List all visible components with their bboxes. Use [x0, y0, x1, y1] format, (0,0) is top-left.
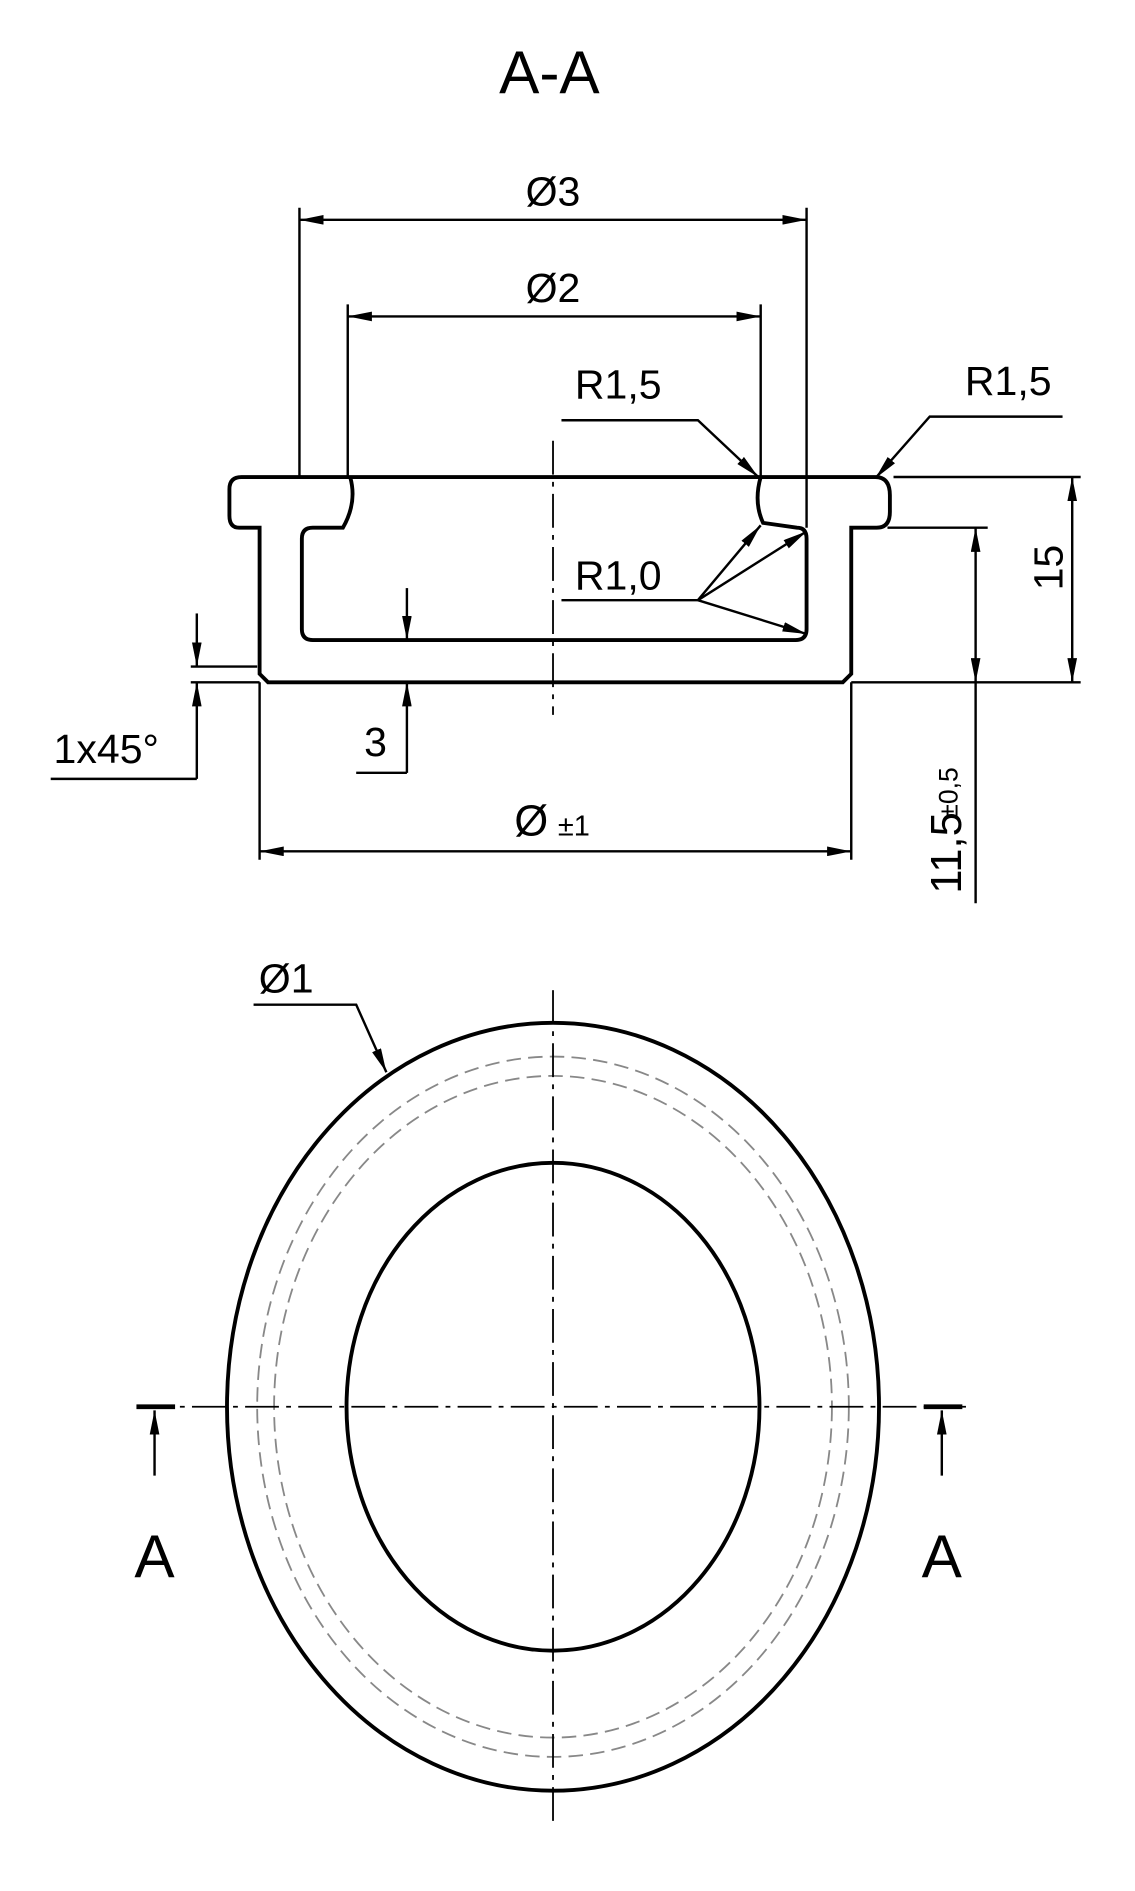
section-view: Ø3 Ø2 R1,5 R1,5 R1,0 15 11,5 ±0,5 — [50, 168, 1081, 904]
section-title: A-A — [499, 38, 600, 106]
section-mark-left: A — [134, 1522, 175, 1590]
dim-d1-label: Ø1 — [259, 956, 314, 1002]
radius-outer-top-label: R1,5 — [965, 358, 1052, 404]
radius-cavity-label: R1,0 — [575, 552, 662, 598]
dim-outer-symbol: Ø — [514, 798, 548, 846]
dim-d3-label: Ø3 — [526, 168, 581, 214]
section-mark-right: A — [922, 1522, 963, 1590]
section-hatched-body — [227, 475, 892, 685]
bottom-thickness-label: 3 — [364, 719, 387, 765]
dim-outer-tolerance: ±1 — [558, 811, 590, 843]
height-inner-tolerance: ±0,5 — [934, 767, 964, 818]
dim-d2-label: Ø2 — [526, 265, 581, 311]
chamfer-label: 1x45° — [54, 726, 159, 772]
height-total-label: 15 — [1026, 545, 1072, 591]
plan-view: Ø1 A A — [134, 956, 966, 1826]
radius-inner-top-label: R1,5 — [575, 362, 662, 408]
height-inner-label: 11,5 — [923, 812, 971, 893]
